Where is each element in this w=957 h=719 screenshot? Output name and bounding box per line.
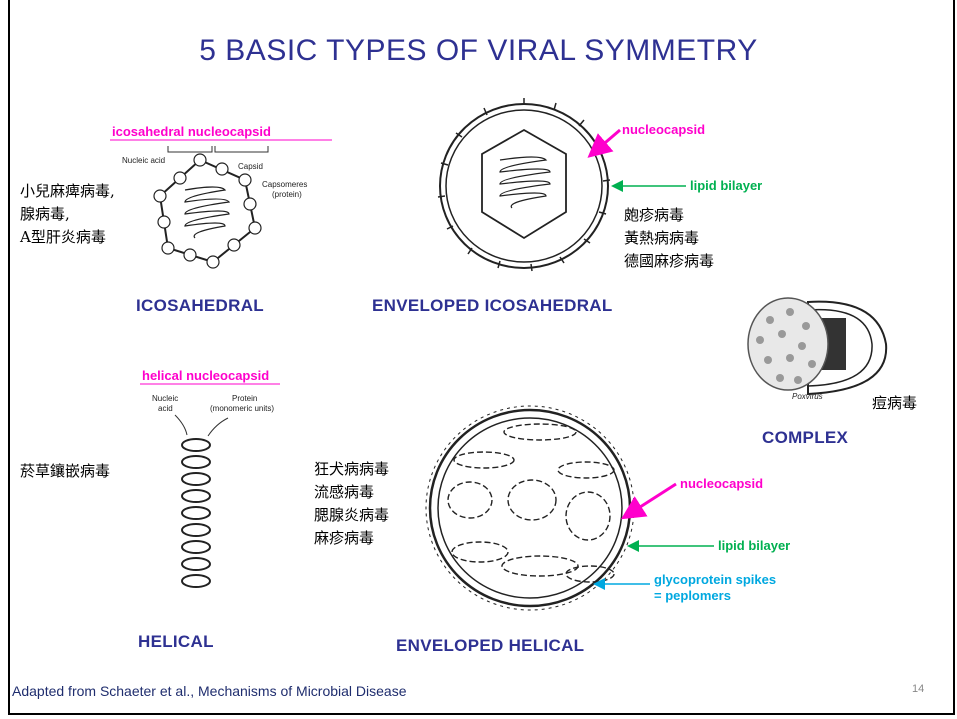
example-env-hel-2: 流感病毒 bbox=[314, 481, 389, 504]
page-number: 14 bbox=[912, 683, 924, 695]
type-enveloped-helical: ENVELOPED HELICAL bbox=[396, 636, 584, 656]
example-icosahedral-2: 腺病毒, bbox=[20, 203, 115, 226]
env-ico-lipid-bilayer-label: lipid bilayer bbox=[690, 178, 762, 193]
helical-diagram bbox=[140, 384, 280, 587]
capsomeres-label: Capsomeres bbox=[262, 180, 307, 189]
example-helical-1: 菸草鑲嵌病毒 bbox=[20, 460, 110, 483]
icosahedral-nucleocapsid-label: icosahedral nucleocapsid bbox=[112, 124, 271, 139]
peplomers-label: = peplomers bbox=[654, 588, 731, 603]
capsid-label: Capsid bbox=[238, 162, 263, 171]
capsomeres-protein-label: (protein) bbox=[272, 190, 302, 199]
type-complex: COMPLEX bbox=[762, 428, 848, 448]
helical-examples: 菸草鑲嵌病毒 bbox=[20, 460, 110, 483]
nucleic-acid-label: Nucleic acid bbox=[122, 156, 165, 165]
example-complex-1: 痘病毒 bbox=[872, 392, 917, 415]
example-icosahedral-3: A型肝炎病毒 bbox=[20, 226, 115, 249]
enveloped-icosahedral-examples: 皰疹病毒 黃熱病病毒 德國麻疹病毒 bbox=[624, 204, 714, 273]
complex-examples: 痘病毒 bbox=[872, 392, 917, 415]
example-icosahedral-1: 小兒麻痺病毒, bbox=[20, 180, 115, 203]
icosahedral-examples: 小兒麻痺病毒, 腺病毒, A型肝炎病毒 bbox=[20, 180, 115, 249]
example-env-ico-2: 黃熱病病毒 bbox=[624, 227, 714, 250]
helical-monomeric-label: (monomeric units) bbox=[210, 404, 274, 413]
helical-acid-label: acid bbox=[158, 404, 173, 413]
env-ico-nucleocapsid-label: nucleocapsid bbox=[622, 122, 705, 137]
complex-diagram bbox=[748, 298, 886, 394]
example-env-hel-1: 狂犬病病毒 bbox=[314, 458, 389, 481]
type-helical: HELICAL bbox=[138, 632, 214, 652]
source-citation: Adapted from Schaeter et al., Mechanisms… bbox=[12, 683, 407, 699]
helical-nucleocapsid-label: helical nucleocapsid bbox=[142, 368, 269, 383]
helical-protein-label: Protein bbox=[232, 394, 257, 403]
example-env-hel-4: 麻疹病毒 bbox=[314, 527, 389, 550]
example-env-ico-1: 皰疹病毒 bbox=[624, 204, 714, 227]
env-hel-lipid-bilayer-label: lipid bilayer bbox=[718, 538, 790, 553]
example-env-ico-3: 德國麻疹病毒 bbox=[624, 250, 714, 273]
type-icosahedral: ICOSAHEDRAL bbox=[136, 296, 264, 316]
enveloped-helical-examples: 狂犬病病毒 流感病毒 腮腺炎病毒 麻疹病毒 bbox=[314, 458, 389, 550]
poxvirus-caption: Poxvirus bbox=[792, 392, 823, 401]
helical-nucleic-label: Nucleic bbox=[152, 394, 178, 403]
type-enveloped-icosahedral: ENVELOPED ICOSAHEDRAL bbox=[372, 296, 613, 316]
glycoprotein-spikes-label: glycoprotein spikes bbox=[654, 572, 776, 587]
env-hel-nucleocapsid-label: nucleocapsid bbox=[680, 476, 763, 491]
example-env-hel-3: 腮腺炎病毒 bbox=[314, 504, 389, 527]
